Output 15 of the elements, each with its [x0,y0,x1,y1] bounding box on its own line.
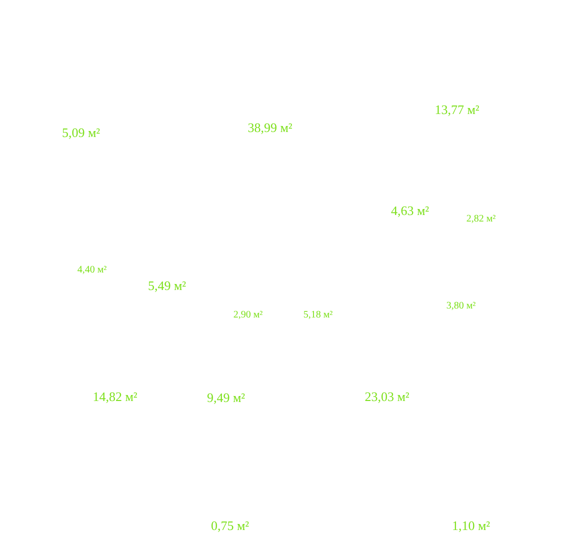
area-label: 2,82 м² [466,214,496,224]
area-label: 5,09 м² [62,125,100,141]
area-label: 23,03 м² [364,389,410,405]
area-label: 5,49 м² [148,278,186,294]
area-label: 13,77 м² [434,102,480,118]
area-label: 4,40 м² [77,264,107,276]
area-label: 14,82 м² [92,389,138,405]
area-label: 3,80 м² [446,300,476,312]
area-label: 38,99 м² [248,120,292,136]
area-label: 2,90 м² [233,310,263,320]
area-label: 4,63 м² [390,203,430,219]
area-label: 9,49 м² [206,390,246,406]
area-label: 1,10 м² [452,518,490,534]
area-label: 0,75 м² [210,518,250,534]
area-label: 5,18 м² [303,310,333,320]
